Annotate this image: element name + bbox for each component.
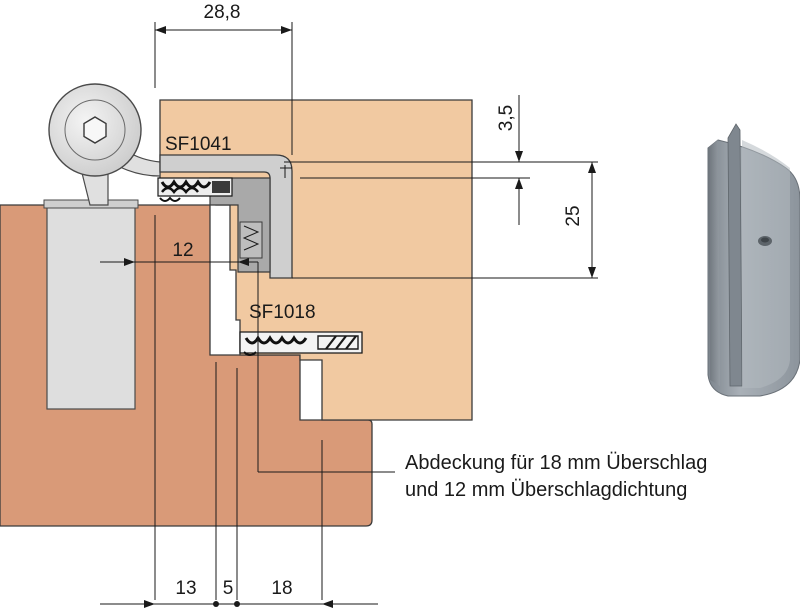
frame-hinge-pocket xyxy=(46,204,136,410)
hex-socket-icon xyxy=(83,116,107,144)
sf1041-clip-rib xyxy=(242,225,260,251)
note-line-1: Abdeckung für 18 mm Überschlag xyxy=(405,452,707,474)
note-line-2: und 12 mm Überschlagdichtung xyxy=(405,479,687,501)
dim-bottom-a: 13 xyxy=(175,578,196,599)
dim-inner-width: 12 xyxy=(172,240,193,261)
label-sf1018: SF1018 xyxy=(249,302,316,323)
sf1041-clip-detail xyxy=(239,221,263,259)
dim-top-width: 28,8 xyxy=(204,2,241,23)
dim-bottom-b: 5 xyxy=(223,578,234,599)
cover-sf1041 xyxy=(159,154,293,279)
upper-seal xyxy=(157,177,233,202)
dim-right-small: 3,5 xyxy=(496,105,517,131)
label-sf1041: SF1041 xyxy=(165,134,232,155)
dim-right-height: 25 xyxy=(563,205,584,226)
cover-cap-product-image xyxy=(707,123,800,397)
lower-seal-sf1018 xyxy=(239,331,363,356)
dim-bottom-c: 18 xyxy=(271,578,292,599)
hinge-knuckle-inner xyxy=(64,99,126,161)
